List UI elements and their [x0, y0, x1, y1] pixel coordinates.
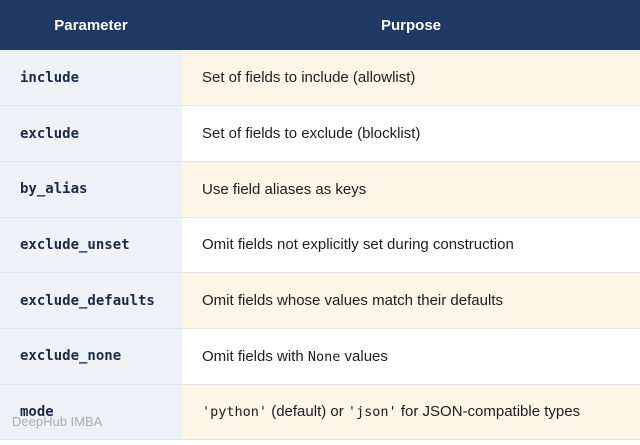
table-row: exclude_none Omit fields with None value…: [0, 328, 640, 385]
table-row: by_alias Use field aliases as keys: [0, 161, 640, 218]
purpose-cell: Omit fields whose values match their def…: [182, 272, 640, 329]
header-parameter: Parameter: [0, 0, 182, 50]
purpose-cell: Omit fields with None values: [182, 328, 640, 385]
purpose-cell: Set of fields to include (allowlist): [182, 50, 640, 107]
table-row: include Set of fields to include (allowl…: [0, 50, 640, 107]
param-exclude-none: exclude_none: [0, 328, 182, 385]
code-json: 'json': [347, 404, 397, 421]
header-purpose: Purpose: [182, 0, 640, 50]
purpose-cell: Omit fields not explicitly set during co…: [182, 217, 640, 274]
param-include: include: [0, 50, 182, 107]
param-exclude-defaults: exclude_defaults: [0, 272, 182, 329]
table-header-row: Parameter Purpose: [0, 0, 640, 50]
param-mode: mode: [0, 384, 182, 441]
code-python: 'python': [202, 404, 268, 421]
code-none: None: [307, 348, 341, 365]
table-row: exclude_unset Omit fields not explicitly…: [0, 217, 640, 274]
param-exclude: exclude: [0, 105, 182, 162]
param-exclude-unset: exclude_unset: [0, 217, 182, 274]
watermark: DeepHub IMBA: [12, 414, 103, 429]
table-row: mode 'python' (default) or 'json' for JS…: [0, 384, 640, 441]
param-by-alias: by_alias: [0, 161, 182, 218]
purpose-cell: Set of fields to exclude (blocklist): [182, 105, 640, 162]
table-row: exclude Set of fields to exclude (blockl…: [0, 105, 640, 162]
purpose-cell: Use field aliases as keys: [182, 161, 640, 218]
table-row: exclude_defaults Omit fields whose value…: [0, 272, 640, 329]
purpose-cell: 'python' (default) or 'json' for JSON-co…: [182, 384, 640, 441]
